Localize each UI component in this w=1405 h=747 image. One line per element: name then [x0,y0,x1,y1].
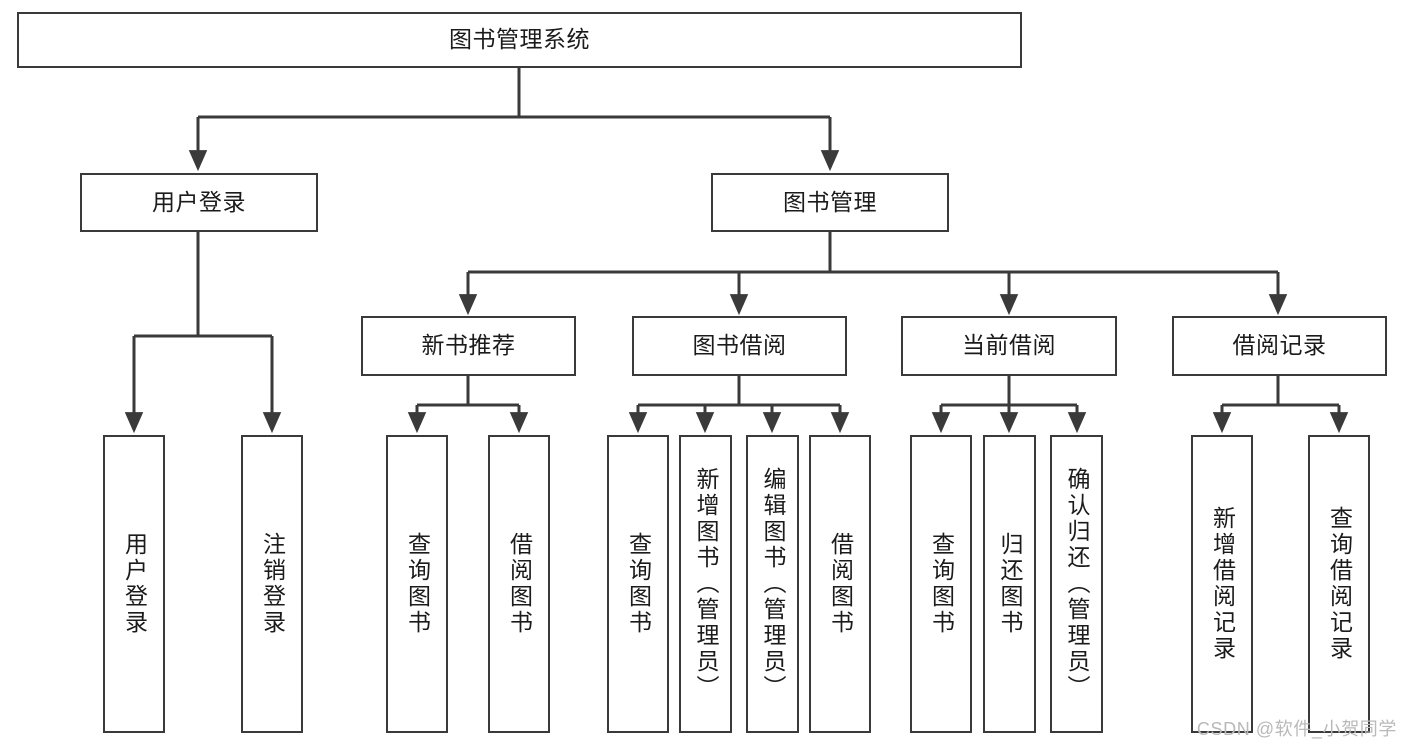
node-current-borrow[interactable]: 当前借阅 [901,316,1117,376]
node-root-label: 图书管理系统 [449,26,590,53]
node-current-borrow-label: 当前借阅 [962,332,1056,359]
node-user-login[interactable]: 用户登录 [80,173,318,232]
node-leaf-user-login[interactable]: 用户登录 [103,435,165,733]
node-leaf-borrow-book-1[interactable]: 借阅图书 [488,435,550,733]
node-leaf-logout-login[interactable]: 注销登录 [241,435,303,733]
node-leaf-add-book[interactable]: 新增图书（管理员） [679,435,732,733]
node-new-book-recommend-label: 新书推荐 [421,332,516,359]
node-leaf-return-book-label: 归还图书 [997,532,1023,636]
node-leaf-edit-book-label: 编辑图书（管理员） [760,467,786,701]
node-leaf-edit-book[interactable]: 编辑图书（管理员） [746,435,799,733]
node-leaf-borrow-book-2[interactable]: 借阅图书 [809,435,871,733]
node-leaf-add-record[interactable]: 新增借阅记录 [1191,435,1253,733]
node-leaf-borrow-book-1-label: 借阅图书 [506,532,533,636]
node-leaf-query-record[interactable]: 查询借阅记录 [1308,435,1370,733]
node-leaf-query-record-label: 查询借阅记录 [1326,506,1353,662]
csdn-watermark: CSDN @软件_小贺同学 [1196,719,1397,739]
node-leaf-query-book-3-label: 查询图书 [928,532,955,636]
node-leaf-confirm-return-label: 确认归还（管理员） [1064,467,1090,701]
node-leaf-return-book[interactable]: 归还图书 [983,435,1036,733]
node-leaf-query-book-3[interactable]: 查询图书 [910,435,972,733]
node-borrow-record-label: 借阅记录 [1232,332,1327,359]
node-leaf-query-book-2-label: 查询图书 [625,532,652,636]
node-leaf-add-record-label: 新增借阅记录 [1209,506,1236,662]
node-book-borrow-label: 图书借阅 [692,332,787,359]
node-borrow-record[interactable]: 借阅记录 [1172,316,1387,376]
node-leaf-user-login-label: 用户登录 [121,532,148,636]
node-leaf-confirm-return[interactable]: 确认归还（管理员） [1050,435,1103,733]
node-book-manage-label: 图书管理 [783,188,877,215]
node-new-book-recommend[interactable]: 新书推荐 [361,316,576,376]
node-root[interactable]: 图书管理系统 [17,12,1022,68]
node-leaf-query-book-1[interactable]: 查询图书 [386,435,448,733]
node-leaf-add-book-label: 新增图书（管理员） [693,467,719,701]
node-book-manage[interactable]: 图书管理 [711,173,949,232]
node-leaf-borrow-book-2-label: 借阅图书 [827,532,854,636]
node-leaf-query-book-2[interactable]: 查询图书 [607,435,669,733]
node-user-login-label: 用户登录 [152,188,246,215]
node-leaf-logout-login-label: 注销登录 [259,532,286,636]
node-book-borrow[interactable]: 图书借阅 [632,316,847,376]
node-leaf-query-book-1-label: 查询图书 [404,532,431,636]
